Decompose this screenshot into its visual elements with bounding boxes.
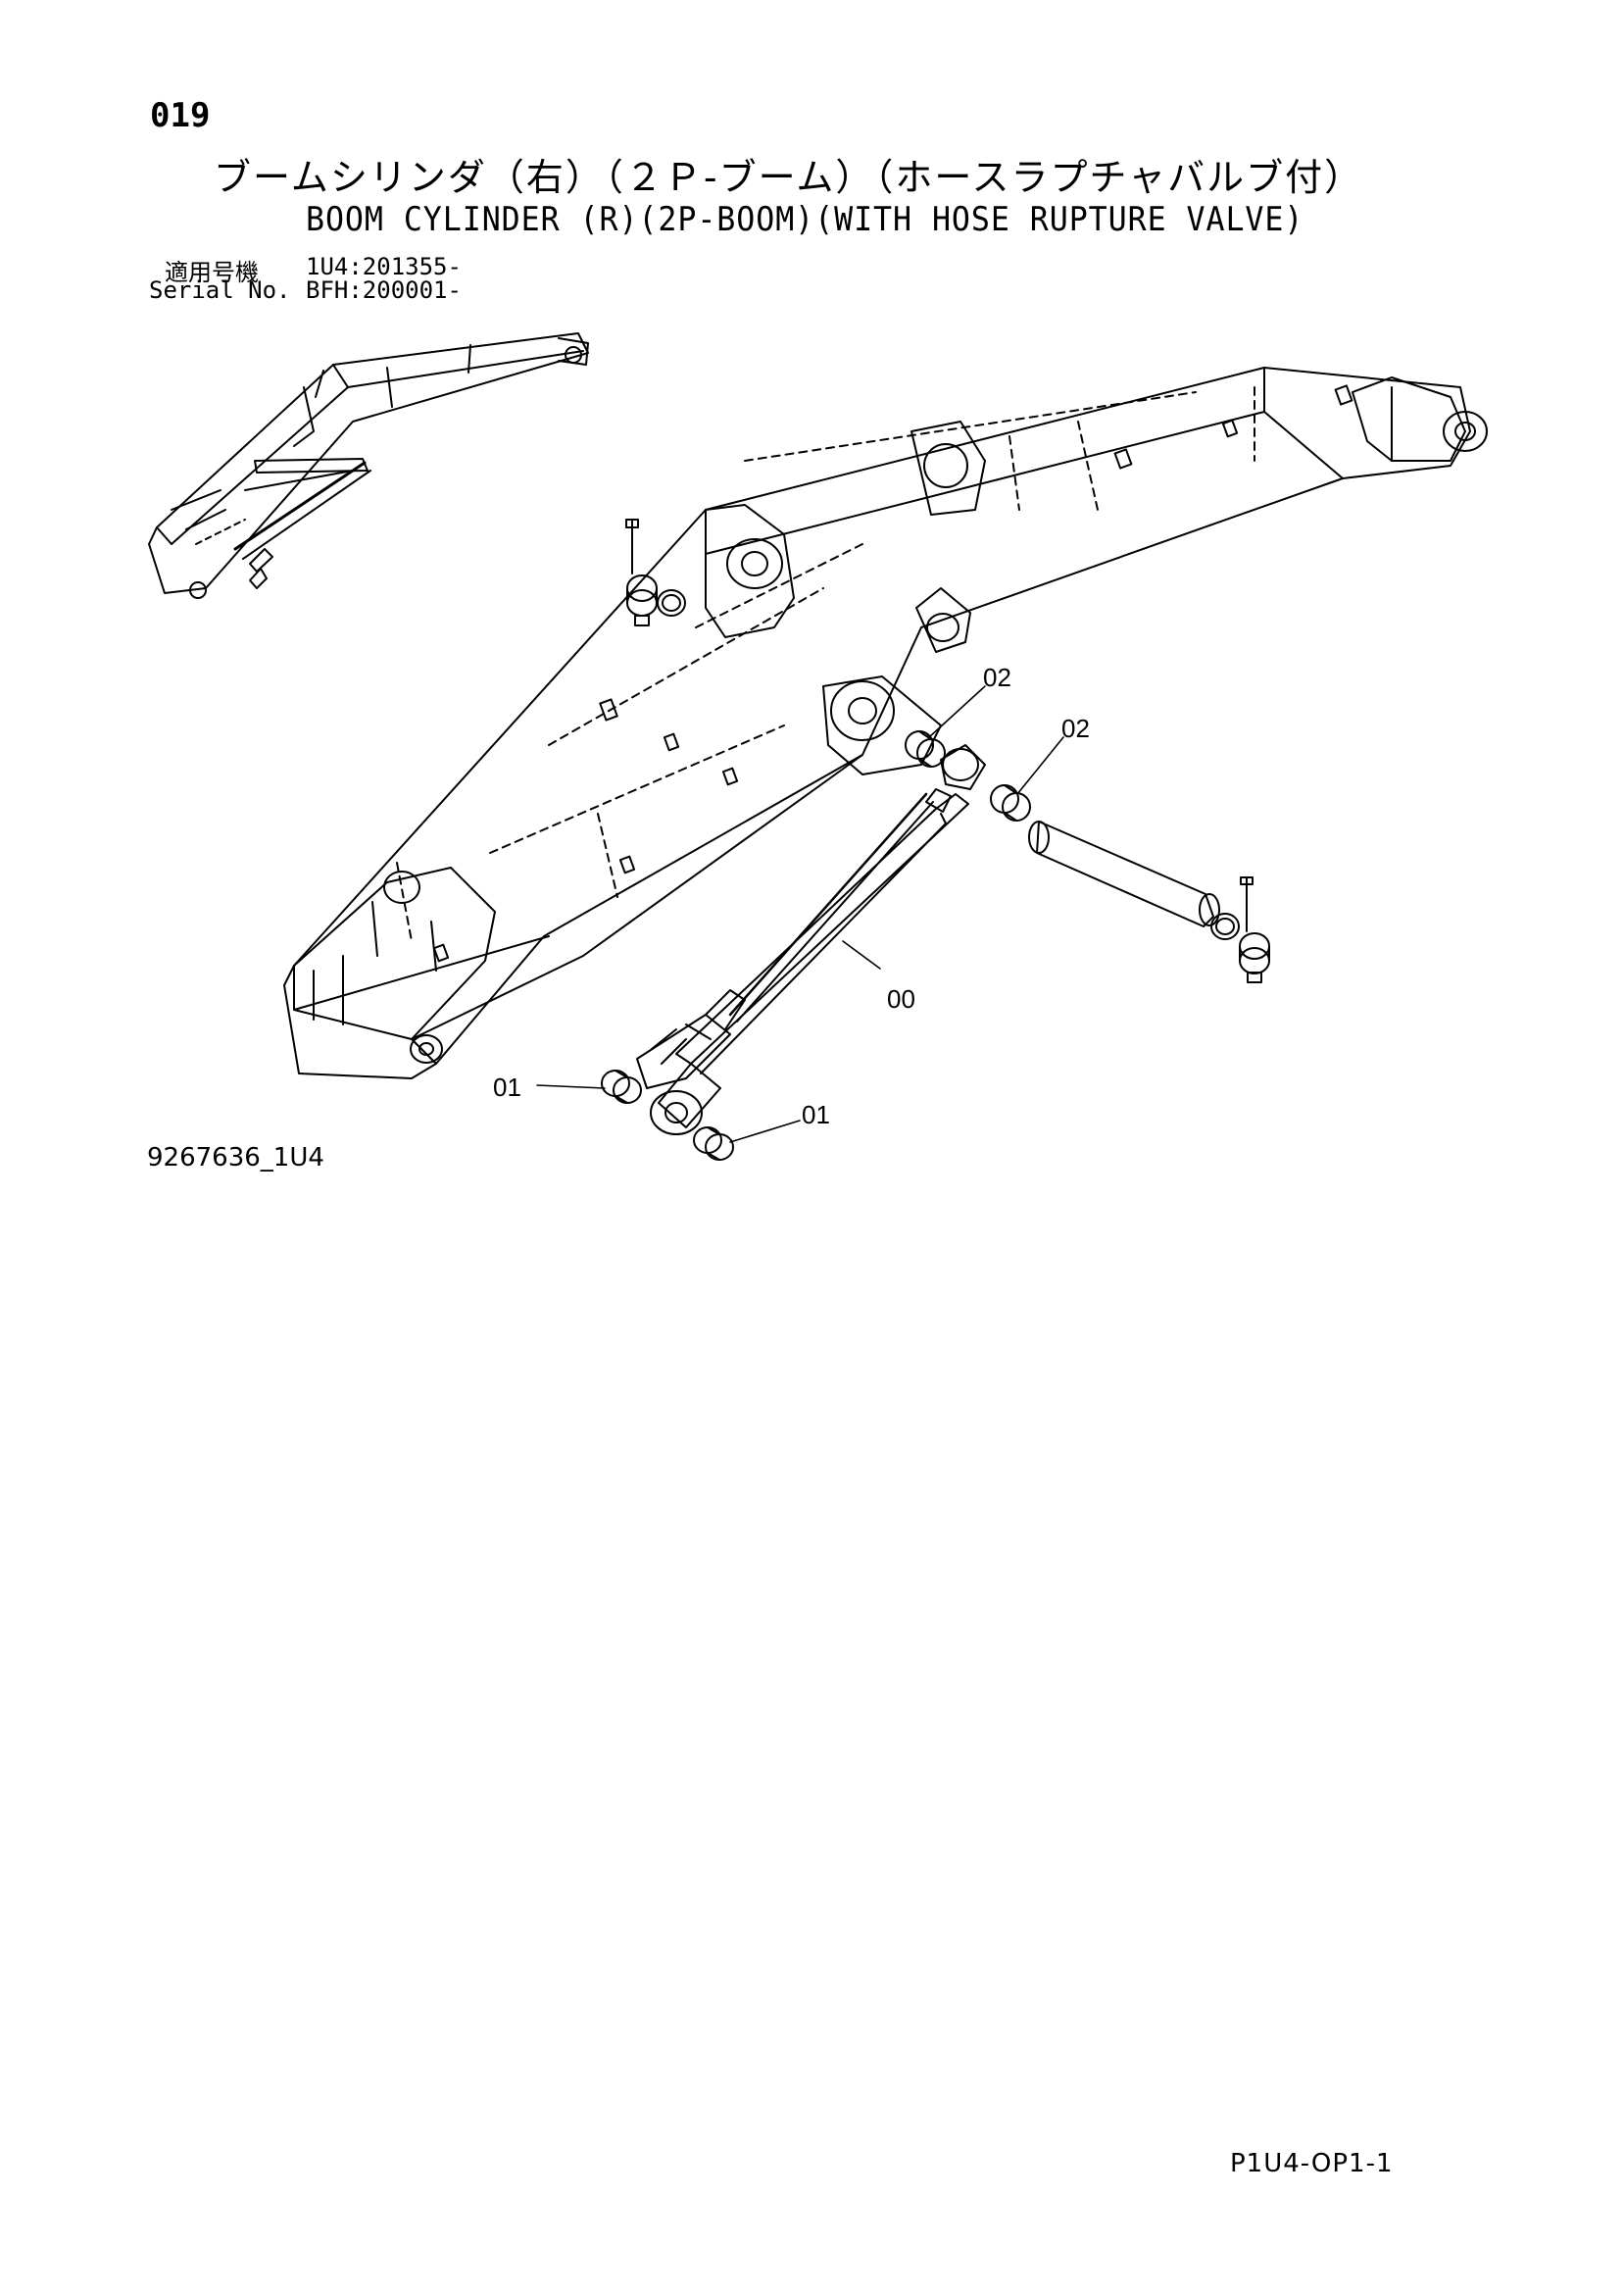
bushing-02-group (905, 730, 1031, 822)
lower-pin-fastener-group (1028, 821, 1270, 983)
bushing-01-group (601, 1070, 734, 1161)
boom-structure (283, 367, 1488, 1079)
callout-01-right: 01 (802, 1100, 830, 1129)
document-code: P1U4-OP1-1 (1230, 2149, 1394, 2178)
boom-cylinder-00 (636, 744, 986, 1135)
upper-pin-fastener-group (625, 519, 686, 626)
serial-label-japanese: 適用号機 (165, 259, 259, 286)
title-english: BOOM CYLINDER (R)(2P-BOOM)(WITH HOSE RUP… (306, 200, 1304, 239)
serial-label-english: Serial No. (149, 276, 291, 304)
thumbnail-boom-illustration (148, 332, 589, 599)
callout-labels: 02 02 00 01 01 (493, 663, 1090, 1129)
drawing-id: 9267636_1U4 (147, 1143, 324, 1173)
title-japanese: ブームシリンダ（右）（２Ｐ-ブーム）（ホースラプチャバルブ付） (214, 156, 1364, 199)
page-number: 019 (150, 96, 211, 135)
serial-value-english: BFH:200001- (306, 276, 462, 304)
callout-01-left: 01 (493, 1073, 521, 1102)
callout-leaders (536, 685, 1064, 1143)
callout-00: 00 (887, 984, 915, 1014)
callout-02-lower: 02 (1061, 714, 1090, 743)
serial-value-japanese: 1U4:201355- (306, 253, 462, 280)
callout-02-upper: 02 (983, 663, 1011, 692)
